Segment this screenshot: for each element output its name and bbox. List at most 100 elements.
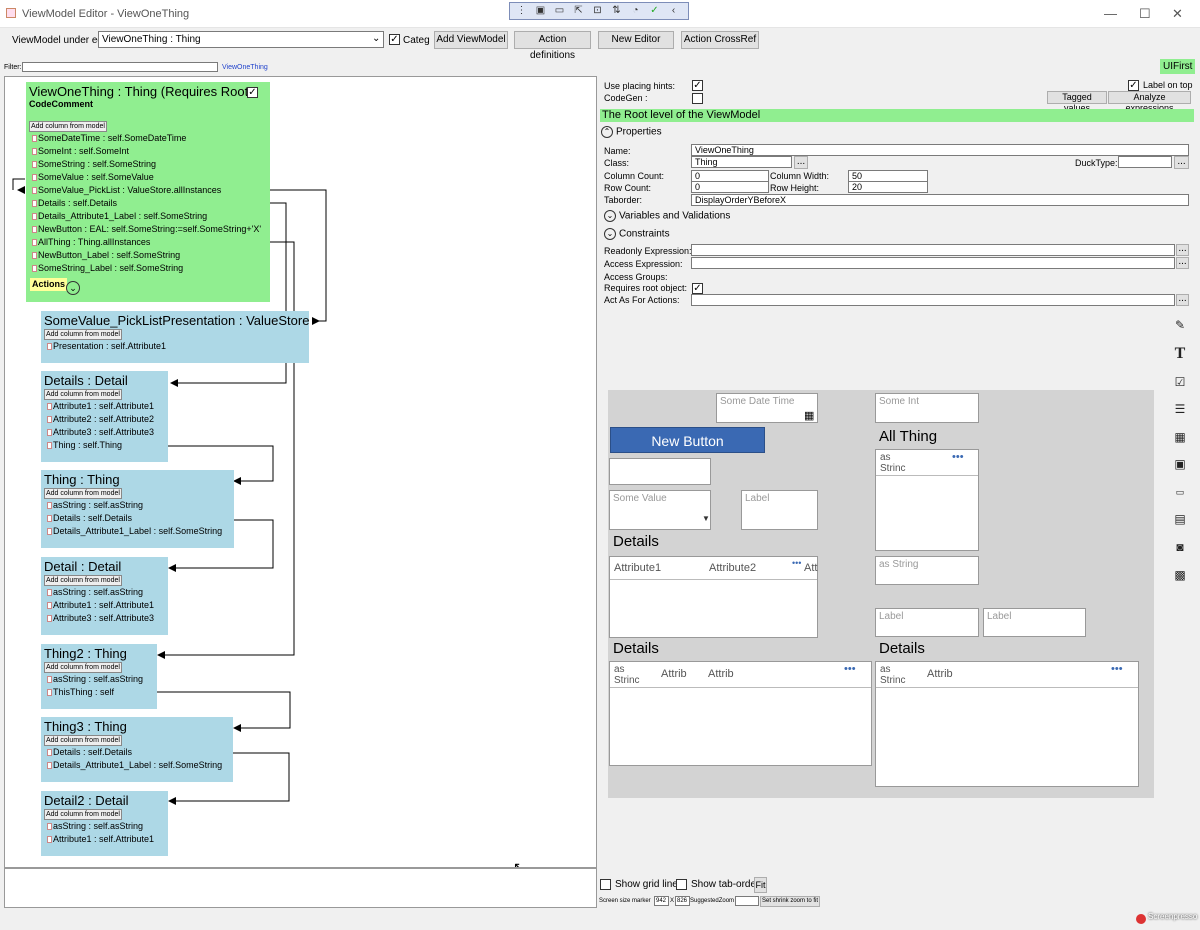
- requires-root-checkbox[interactable]: ✓: [247, 87, 258, 98]
- add-viewmodel-button[interactable]: Add ViewModel: [434, 31, 508, 49]
- constraints-section[interactable]: ⌄Constraints: [604, 228, 670, 240]
- filter-hint[interactable]: ViewOneThing: [222, 64, 268, 71]
- filter-input[interactable]: [22, 62, 218, 72]
- new-editor-button[interactable]: New Editor: [598, 31, 674, 49]
- add-column-button[interactable]: Add column from model: [44, 488, 122, 499]
- analyze-expressions-button[interactable]: Analyze expressions: [1108, 91, 1191, 113]
- as-string-field[interactable]: as String: [875, 556, 979, 585]
- viewmodel-box[interactable]: Detail2 : Detail Add column from model a…: [41, 791, 168, 856]
- vm-select[interactable]: ViewOneThing : Thing: [98, 31, 384, 48]
- show-grid-checkbox[interactable]: [600, 879, 611, 890]
- some-int-field[interactable]: Some Int: [875, 393, 979, 423]
- image-icon[interactable]: ▣: [1174, 457, 1186, 471]
- new-button[interactable]: New Button: [610, 427, 765, 453]
- root-viewmodel-box[interactable]: ViewOneThing : Thing (Requires Root ✓ Co…: [26, 82, 270, 302]
- ok-icon[interactable]: ✓: [650, 5, 659, 16]
- scroll-icon[interactable]: ⇅: [612, 5, 621, 16]
- minimize-button[interactable]: —: [1104, 6, 1117, 21]
- dropdown-arrow-icon[interactable]: ▼: [702, 514, 710, 523]
- class-select[interactable]: Thing: [691, 156, 792, 168]
- properties-section[interactable]: ⌃Properties: [601, 126, 662, 138]
- width-input[interactable]: 942: [654, 896, 669, 906]
- add-column-button[interactable]: Add column from model: [44, 389, 122, 400]
- add-column-button[interactable]: Add column from model: [29, 121, 107, 132]
- viewmodel-box[interactable]: Detail : Detail Add column from model as…: [41, 557, 168, 635]
- rowcount-input[interactable]: 0: [691, 181, 769, 193]
- uifirst-badge[interactable]: UIFirst: [1160, 59, 1196, 74]
- text-icon[interactable]: T: [1174, 345, 1186, 362]
- access-input[interactable]: [691, 257, 1175, 269]
- details-grid[interactable]: as Strinc Attrib •••: [875, 661, 1139, 787]
- collapse-icon[interactable]: ‹: [671, 5, 676, 16]
- maximize-button[interactable]: ☐: [1139, 6, 1151, 21]
- label-field[interactable]: Label: [875, 608, 979, 637]
- access-ellipsis-button[interactable]: ...: [1176, 257, 1189, 269]
- viewmodel-box[interactable]: SomeValue_PickListPresentation : ValueSt…: [41, 311, 309, 363]
- label-field[interactable]: Label: [741, 490, 818, 530]
- some-value-combo[interactable]: Some Value: [609, 490, 711, 530]
- class-ellipsis-button[interactable]: ...: [794, 156, 808, 169]
- add-column-button[interactable]: Add column from model: [44, 809, 122, 820]
- button-icon[interactable]: ▭: [1175, 487, 1185, 497]
- name-input[interactable]: ViewOneThing: [691, 144, 1189, 156]
- add-column-button[interactable]: Add column from model: [44, 575, 122, 586]
- more-icon[interactable]: •••: [952, 451, 964, 463]
- codegen-checkbox[interactable]: [692, 93, 703, 104]
- categ-checkbox[interactable]: ✓: [389, 34, 400, 45]
- taborder-select[interactable]: DisplayOrderYBeforeX: [691, 194, 1189, 206]
- calendar-icon[interactable]: ▦: [804, 410, 815, 422]
- component-icon[interactable]: ◙: [1176, 540, 1184, 554]
- label-on-top-checkbox[interactable]: ✓: [1128, 80, 1139, 91]
- tagged-values-button[interactable]: Tagged values: [1047, 91, 1107, 113]
- actas-input[interactable]: [691, 294, 1175, 306]
- combo-icon[interactable]: ☰: [1174, 402, 1186, 416]
- actions-expand-icon[interactable]: ⌄: [66, 281, 80, 295]
- timer-icon[interactable]: ◔: [632, 5, 639, 16]
- some-date-time-field[interactable]: Some Date Time: [716, 393, 818, 423]
- ui-preview[interactable]: Some Date Time ▦ Some Int New Button All…: [608, 390, 1154, 798]
- chevron-down-icon[interactable]: ⌄: [372, 33, 381, 44]
- readonly-input[interactable]: [691, 244, 1175, 256]
- requires-root-checkbox[interactable]: ✓: [692, 283, 703, 294]
- calendar-icon[interactable]: ▦: [1174, 430, 1186, 444]
- viewmodel-box[interactable]: Thing : Thing Add column from model asSt…: [41, 470, 234, 548]
- show-taborder-checkbox[interactable]: [676, 879, 687, 890]
- more-icon[interactable]: •••: [1111, 663, 1123, 675]
- grid-icon[interactable]: ▤: [1174, 512, 1186, 526]
- label-field[interactable]: Label: [983, 608, 1086, 637]
- all-thing-grid[interactable]: as Strinc •••: [875, 449, 979, 551]
- more-icon[interactable]: •••: [792, 558, 802, 568]
- readonly-ellipsis-button[interactable]: ...: [1176, 244, 1189, 256]
- video-icon[interactable]: ▭: [554, 5, 565, 16]
- action-crossref-button[interactable]: Action CrossRef: [681, 31, 759, 49]
- grip-icon[interactable]: ⋮: [516, 5, 527, 16]
- variables-section[interactable]: ⌄Variables and Validations: [604, 210, 730, 222]
- viewmodel-box[interactable]: Details : Detail Add column from model A…: [41, 371, 168, 462]
- fit-button[interactable]: Fit: [754, 877, 767, 893]
- add-column-button[interactable]: Add column from model: [44, 329, 122, 340]
- viewmodel-canvas[interactable]: ViewOneThing : Thing (Requires Root ✓ Co…: [4, 76, 597, 868]
- close-button[interactable]: ✕: [1172, 6, 1183, 21]
- container-icon[interactable]: ▩: [1174, 568, 1186, 582]
- text-field[interactable]: [609, 458, 711, 485]
- shrink-zoom-button[interactable]: Set shrink zoom to fit: [760, 896, 820, 907]
- capture-icon[interactable]: ▣: [535, 5, 546, 16]
- checkbox-icon[interactable]: ☑: [1174, 375, 1186, 389]
- rowheight-input[interactable]: 20: [848, 181, 928, 193]
- add-column-button[interactable]: Add column from model: [44, 662, 122, 673]
- actas-ellipsis-button[interactable]: ...: [1176, 294, 1189, 306]
- region-icon[interactable]: ⊡: [593, 5, 602, 16]
- more-icon[interactable]: •••: [844, 663, 856, 675]
- details-grid[interactable]: Attribute1 Attribute2 ••• Att: [609, 556, 818, 638]
- ducktype-select[interactable]: [1118, 156, 1172, 168]
- details-grid[interactable]: as Strinc Attrib Attrib •••: [609, 661, 872, 766]
- ducktype-ellipsis-button[interactable]: ...: [1174, 156, 1189, 169]
- edit-icon[interactable]: ✎: [1174, 318, 1186, 332]
- zoom-input[interactable]: [735, 896, 759, 906]
- pointer-icon[interactable]: ⇱: [574, 5, 583, 16]
- viewmodel-box[interactable]: Thing3 : Thing Add column from model Det…: [41, 717, 233, 782]
- add-column-button[interactable]: Add column from model: [44, 735, 122, 746]
- viewmodel-box[interactable]: Thing2 : Thing Add column from model asS…: [41, 644, 157, 709]
- height-input[interactable]: 826: [675, 896, 690, 906]
- action-definitions-button[interactable]: Action definitions: [514, 31, 591, 61]
